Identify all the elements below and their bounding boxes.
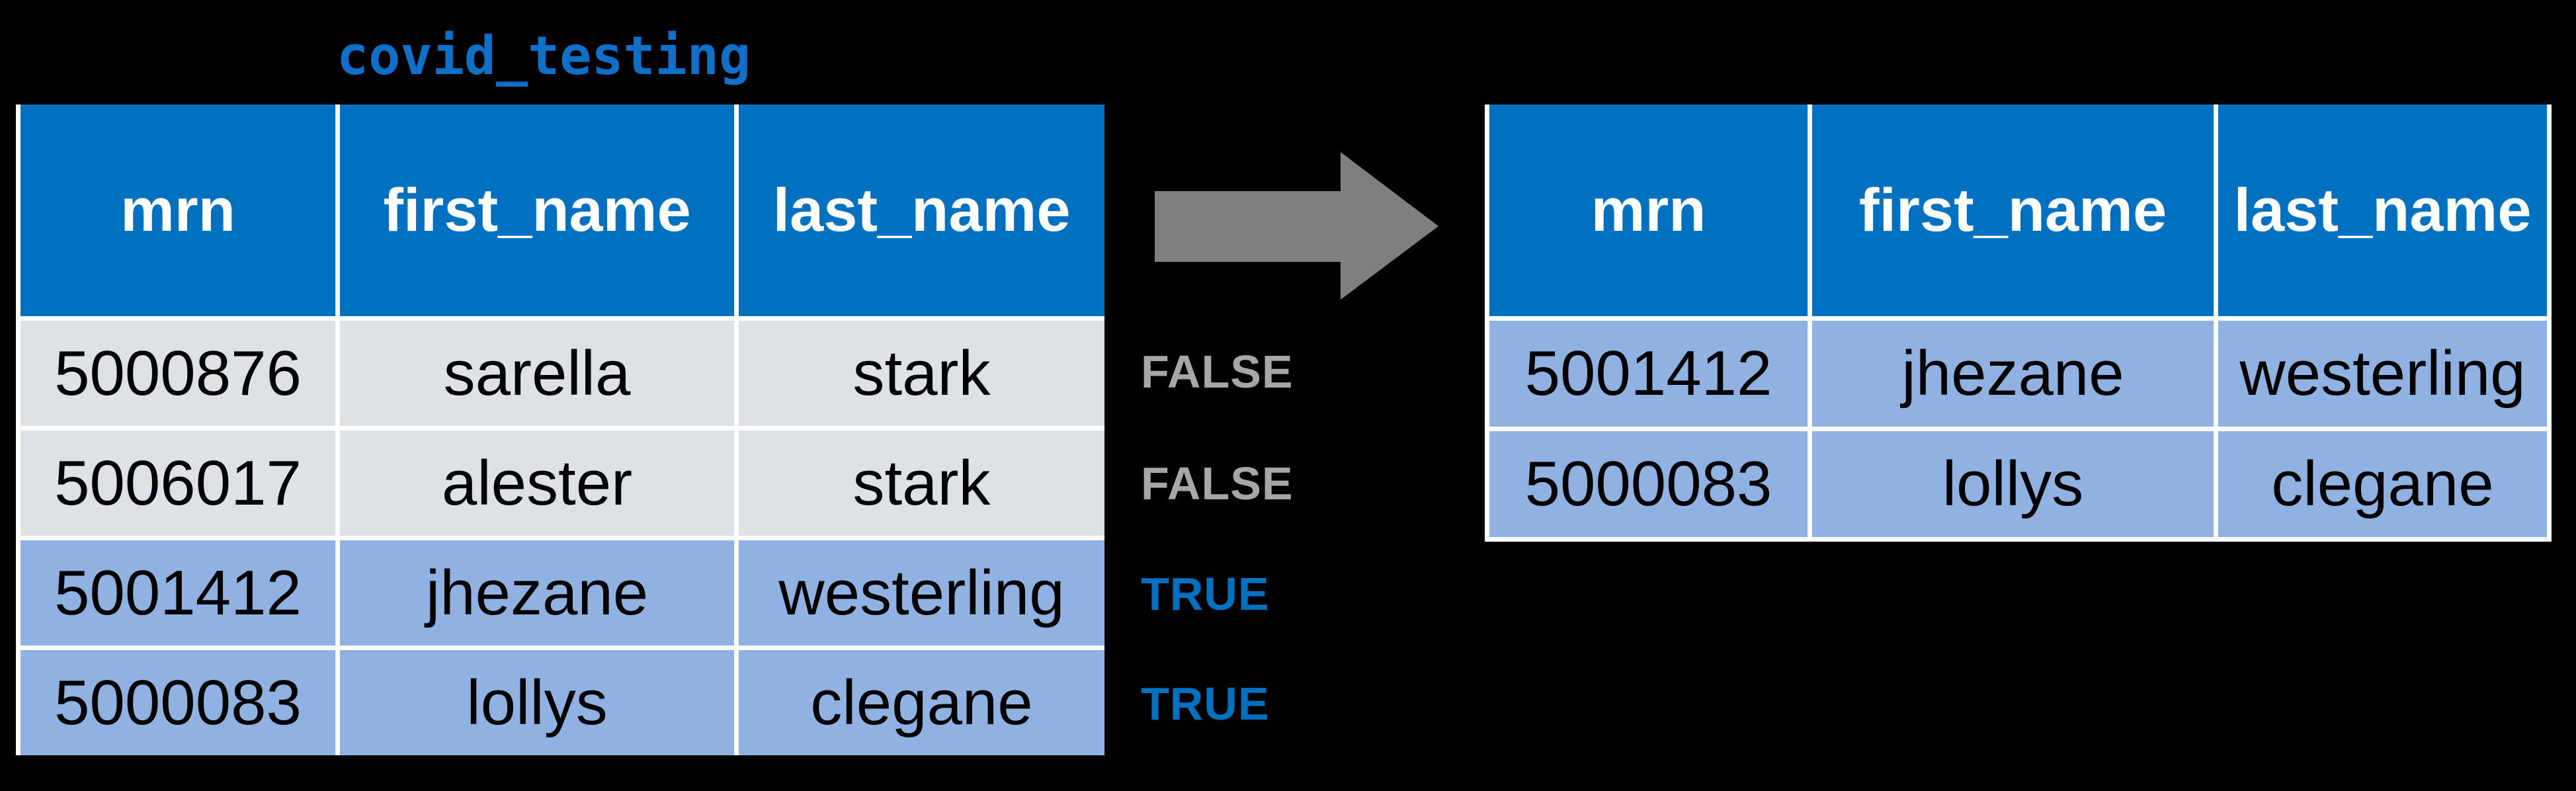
filter-flag-row3: TRUE — [1141, 568, 1270, 620]
data-cell: lollys — [1812, 431, 2214, 537]
data-cell: westerling — [739, 540, 1104, 645]
right-header-last-name: last_name — [2218, 104, 2547, 316]
data-cell: westerling — [2218, 321, 2547, 427]
data-cell: clegane — [739, 650, 1104, 755]
left-header-first-name: first_name — [340, 104, 734, 316]
data-cell: 5006017 — [21, 431, 335, 536]
data-cell: 5000083 — [1489, 431, 1807, 537]
covid-testing-table: mrn first_name last_name 5000876 sarella… — [16, 104, 1104, 755]
data-cell: 5001412 — [1489, 321, 1807, 427]
filtered-result-table: mrn first_name last_name 5001412 jhezane… — [1485, 104, 2552, 542]
left-table-title: covid_testing — [337, 25, 751, 87]
data-cell: alester — [340, 431, 734, 536]
data-cell: jhezane — [340, 540, 734, 645]
data-cell: sarella — [340, 321, 734, 426]
data-cell: 5001412 — [21, 540, 335, 645]
right-header-mrn: mrn — [1489, 104, 1807, 316]
filter-flag-row1: FALSE — [1141, 346, 1294, 397]
left-header-last-name: last_name — [739, 104, 1104, 316]
right-arrow-shape — [1155, 152, 1438, 300]
right-header-first-name: first_name — [1812, 104, 2214, 316]
data-cell: stark — [739, 321, 1104, 426]
filter-flag-row2: FALSE — [1141, 458, 1294, 509]
data-cell: jhezane — [1812, 321, 2214, 427]
data-cell: 5000876 — [21, 321, 335, 426]
right-arrow-icon — [1155, 152, 1438, 300]
data-cell: 5000083 — [21, 650, 335, 755]
data-cell: lollys — [340, 650, 734, 755]
data-cell: clegane — [2218, 431, 2547, 537]
left-header-mrn: mrn — [21, 104, 335, 316]
filter-flag-row4: TRUE — [1141, 678, 1270, 729]
data-cell: stark — [739, 431, 1104, 536]
